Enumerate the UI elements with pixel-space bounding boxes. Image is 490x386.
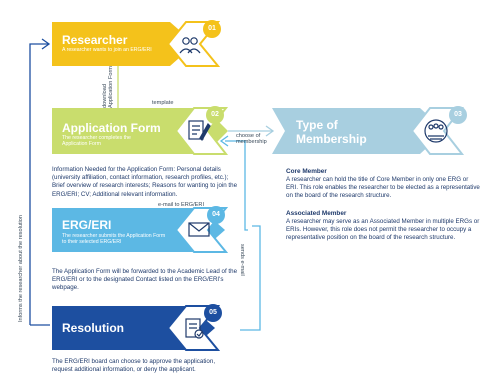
template-label: template <box>152 100 174 106</box>
step-subtitle-erg: The researcher submits the Application F… <box>62 233 166 245</box>
step-application-shape <box>52 106 229 155</box>
step-number-01: 01 <box>208 25 216 32</box>
associated-member-title: Associated Member <box>286 210 347 217</box>
envelope-icon <box>188 222 210 237</box>
step-number-03: 03 <box>454 111 462 118</box>
form-edit-icon <box>188 120 211 141</box>
inform-label: Informs the researcher about the resolut… <box>18 215 24 322</box>
step-subtitle-researcher: A researcher wants to join an ERG/ERI <box>62 47 152 53</box>
inform-connector <box>29 43 48 325</box>
application-form-description: Information Needed for the Application F… <box>52 166 238 198</box>
step-erg-shape <box>52 206 229 253</box>
email-connector <box>225 140 248 231</box>
download-label: download Application Form <box>102 66 114 108</box>
core-member-title: Core Member <box>286 168 327 175</box>
step-number-04: 04 <box>212 211 220 218</box>
erg-eri-description: The Application Form will be forwarded t… <box>52 268 238 292</box>
step-title-resolution: Resolution <box>62 321 124 335</box>
associated-member-text: A researcher may serve as an Associated … <box>286 218 480 242</box>
email-label: e-mail to ERG/ERI <box>158 202 205 208</box>
step-membership-shape <box>272 106 467 155</box>
step-subtitle-application: The researcher completes the Application… <box>62 135 131 147</box>
step-title-researcher: Researcher <box>62 33 128 47</box>
step-researcher-shape <box>52 20 221 67</box>
step-resolution-shape <box>52 304 222 351</box>
step-title-membership: Type of Membership <box>296 118 367 146</box>
inform-arrowhead <box>41 38 51 50</box>
group-badge-icon <box>424 119 448 143</box>
step-number-05: 05 <box>209 309 217 316</box>
document-check-icon <box>185 318 204 339</box>
choose-membership-label: choose of membership <box>236 133 267 145</box>
sends-email-label: sends e-mail <box>239 244 245 276</box>
people-icon <box>179 37 201 54</box>
choose-arrowhead <box>265 125 275 137</box>
step-title-application: Application Form <box>62 121 161 135</box>
step-number-02: 02 <box>211 111 219 118</box>
sends-connector <box>240 225 261 331</box>
core-member-text: A researcher can hold the title of Core … <box>286 176 480 200</box>
resolution-description: The ERG/ERI board can choose to approve … <box>52 358 216 374</box>
email-arrowhead <box>219 135 229 147</box>
step-title-erg: ERG/ERI <box>62 218 112 232</box>
